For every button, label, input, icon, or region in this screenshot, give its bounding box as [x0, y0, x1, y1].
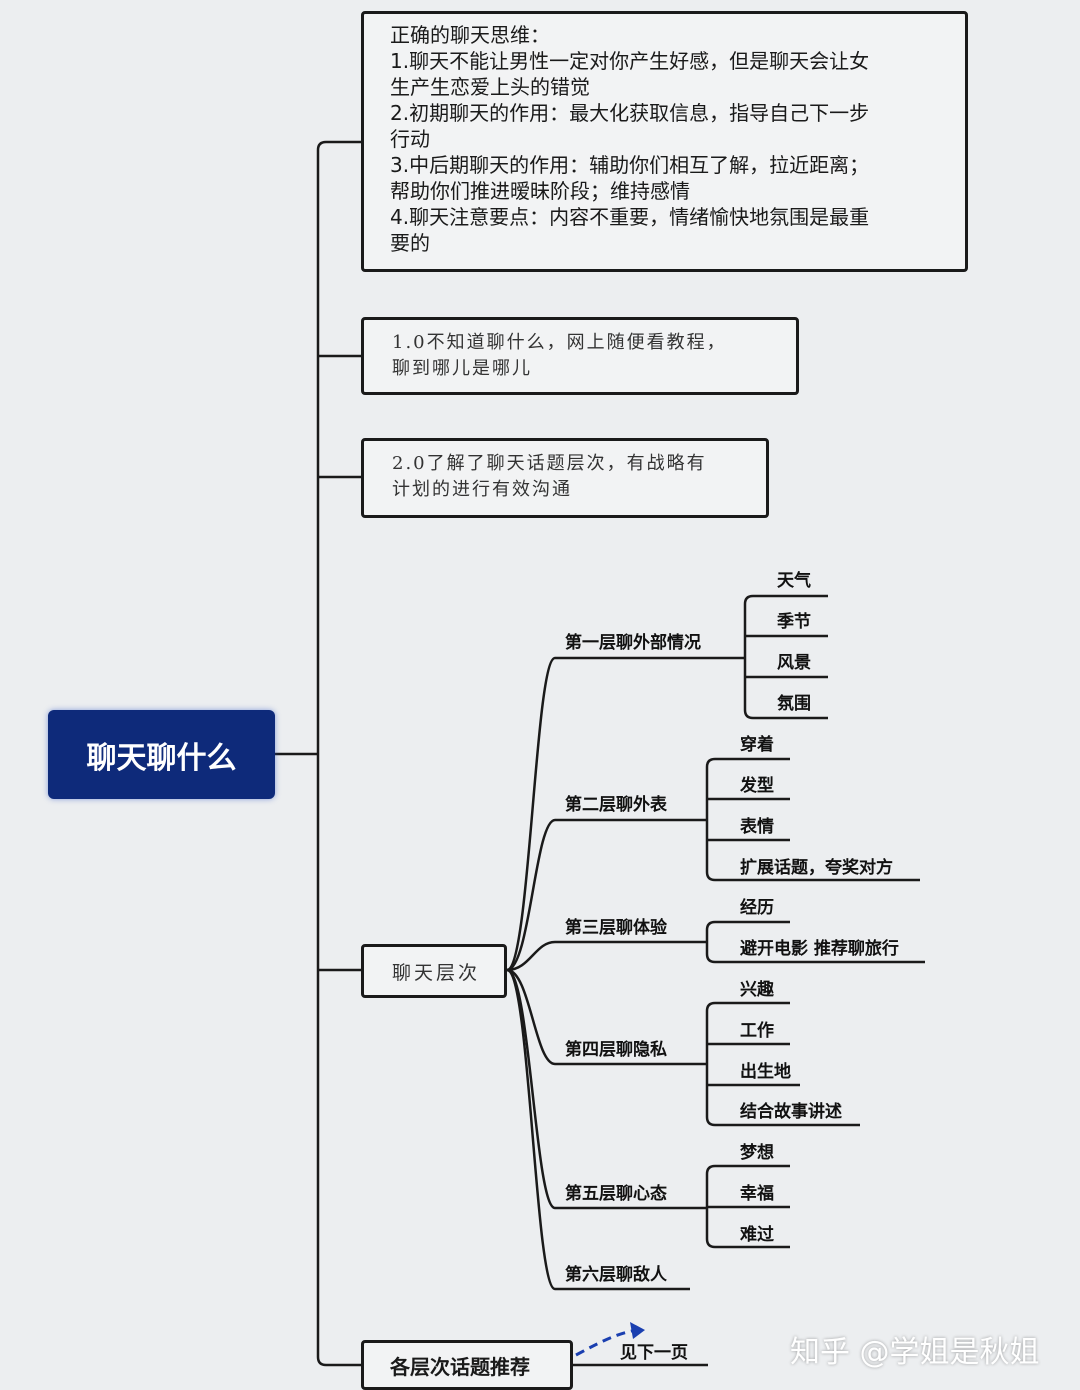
level-6-label: 第六层聊敌人 — [565, 1265, 667, 1285]
levels-node: 聊天层次 — [361, 944, 507, 998]
leaf-item: 兴趣 — [740, 980, 774, 1000]
leaf-item: 梦想 — [740, 1143, 774, 1163]
leaf-item: 表情 — [740, 817, 774, 837]
next-page-label: 见下一页 — [620, 1343, 688, 1363]
principle-line: 4.聊天注意要点：内容不重要，情绪愉快地氛围是最重 — [390, 205, 870, 229]
level-5-label: 第五层聊心态 — [565, 1184, 667, 1204]
note-1-line: 聊到哪儿是哪儿 — [392, 358, 532, 379]
leaf-item: 工作 — [740, 1021, 774, 1041]
principles-title: 正确的聊天思维： — [390, 23, 550, 47]
root-node: 聊天聊什么 — [48, 710, 275, 799]
principle-line: 行动 — [390, 127, 430, 151]
level-3-label: 第三层聊体验 — [565, 918, 667, 938]
level-1-label: 第一层聊外部情况 — [565, 633, 701, 653]
leaf-item: 风景 — [777, 653, 811, 673]
leaf-item: 避开电影 推荐聊旅行 — [740, 939, 899, 959]
leaf-item: 氛围 — [777, 694, 811, 714]
leaf-item: 结合故事讲述 — [740, 1102, 842, 1122]
level-4-label: 第四层聊隐私 — [565, 1040, 667, 1060]
principle-line: 2.初期聊天的作用：最大化获取信息，指导自己下一步 — [390, 101, 870, 125]
leaf-item: 天气 — [777, 571, 811, 591]
note-1-line: 1.0不知道聊什么，网上随便看教程， — [392, 332, 727, 353]
leaf-item: 扩展话题，夸奖对方 — [740, 858, 893, 878]
level-2-label: 第二层聊外表 — [565, 795, 667, 815]
leaf-item: 经历 — [740, 898, 774, 918]
note-1-box: 1.0不知道聊什么，网上随便看教程， 聊到哪儿是哪儿 — [361, 317, 799, 395]
note-2-line: 2.0了解了聊天话题层次，有战略有 — [392, 453, 707, 474]
leaf-item: 幸福 — [740, 1184, 774, 1204]
topics-node: 各层次话题推荐 — [361, 1340, 573, 1390]
principle-line: 帮助你们推进暧昧阶段；维持感情 — [390, 179, 690, 203]
note-2-box: 2.0了解了聊天话题层次，有战略有 计划的进行有效沟通 — [361, 438, 769, 518]
principle-line: 生产生恋爱上头的错觉 — [390, 75, 590, 99]
leaf-item: 发型 — [740, 776, 774, 796]
leaf-item: 穿着 — [740, 735, 774, 755]
leaf-item: 难过 — [740, 1225, 774, 1245]
watermark: 知乎 @学姐是秋姐 — [790, 1335, 1040, 1370]
leaf-item: 季节 — [777, 612, 811, 632]
principle-line: 要的 — [390, 231, 430, 255]
leaf-item: 出生地 — [740, 1062, 791, 1082]
principles-box: 正确的聊天思维： 1.聊天不能让男性一定对你产生好感，但是聊天会让女 生产生恋爱… — [361, 11, 968, 272]
principle-line: 3.中后期聊天的作用：辅助你们相互了解，拉近距离； — [390, 153, 870, 177]
principle-line: 1.聊天不能让男性一定对你产生好感，但是聊天会让女 — [390, 49, 870, 73]
note-2-line: 计划的进行有效沟通 — [392, 479, 572, 500]
